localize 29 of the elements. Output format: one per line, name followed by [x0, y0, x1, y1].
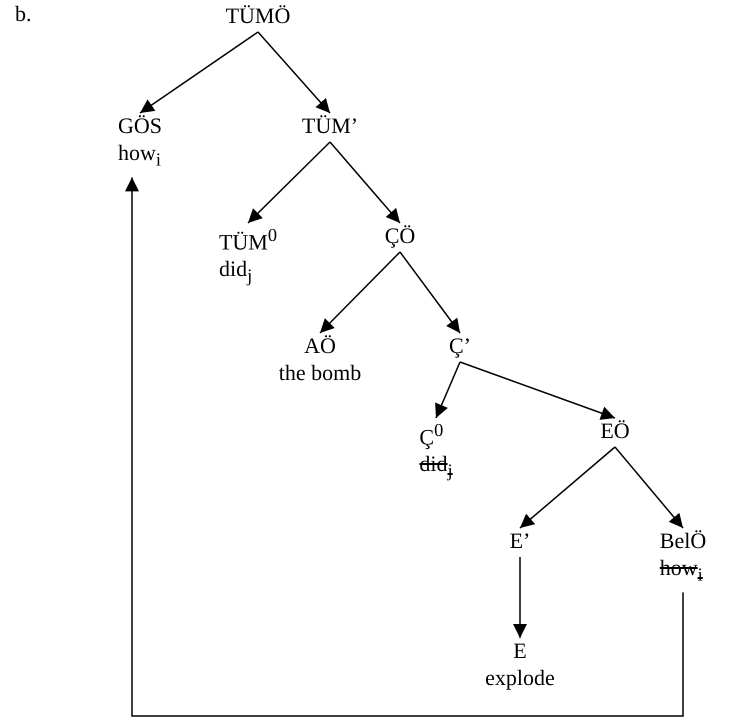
- example-label: b.: [15, 0, 32, 27]
- tree-branch-arrow: [257, 32, 331, 114]
- word-label: did$_{j}$: [218, 255, 252, 288]
- tree-branch-arrow: [460, 361, 616, 420]
- word-label: how$_{i}$: [118, 139, 161, 172]
- category-label: Ç$^{0}$: [419, 419, 444, 450]
- word-label: the bomb: [278, 359, 362, 386]
- tree-branch-arrow: [247, 141, 331, 224]
- category-label: E: [513, 637, 527, 664]
- tree-branch-arrow: [614, 446, 684, 528]
- category-label: ÇÖ: [384, 222, 416, 249]
- word-label: explode: [485, 664, 555, 691]
- tree-branch-arrow: [435, 362, 461, 418]
- category-label: TÜMÖ: [226, 2, 290, 29]
- tree-branch-arrow: [140, 31, 258, 114]
- tree-branch-arrow: [520, 446, 616, 529]
- tree-branch-arrow: [399, 252, 461, 334]
- category-label: EÖ: [600, 417, 630, 444]
- category-label: BelÖ: [660, 527, 706, 554]
- tree-branch-arrow: [513, 557, 527, 638]
- category-label: E’: [510, 527, 530, 554]
- tree-branch-arrow: [329, 142, 401, 224]
- movement-arrow: [125, 177, 684, 717]
- category-label: TÜM’: [302, 112, 358, 139]
- category-label: AÖ: [304, 332, 336, 359]
- category-label: GÖS: [118, 112, 162, 139]
- tree-branch-arrow: [319, 251, 401, 334]
- category-label: TÜM$^{0}$: [218, 224, 278, 256]
- category-label: Ç’: [449, 332, 471, 359]
